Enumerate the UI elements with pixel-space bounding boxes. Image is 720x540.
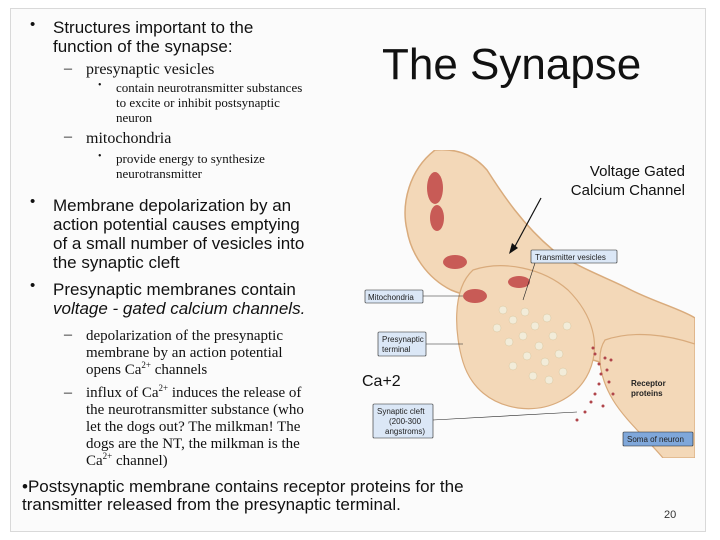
bullet-dot: • [30,16,36,33]
label-box [372,403,434,439]
superscript: 2+ [102,451,113,461]
influx-text: induces the release of [168,385,302,401]
influx-line5: Ca2+ channel) [86,451,304,470]
callout-voltage-gated: Voltage Gated Calcium Channel [520,162,685,200]
dash-marker: – [64,128,72,145]
mitochondrion [508,276,530,288]
vesicles-detail-line2: to excite or inhibit postsynaptic [116,95,280,110]
slide-title: The Synapse [382,40,642,89]
mitochondria-detail-line2: neurotransmitter [116,166,202,181]
influx-line4: dogs are the NT, the milkman is the [86,436,300,452]
vesicles-detail: contain neurotransmitter substances to e… [116,80,302,125]
leader-line [432,411,578,421]
synapse-diagram: Transmitter vesicles Mitochondria Presyn… [364,150,695,458]
label-presynaptic: Presynaptic [382,335,424,344]
callout-line2: Calcium Channel [570,182,685,199]
label-box [530,249,618,264]
callout-line1: Voltage Gated [589,163,685,180]
influx-line1: influx of Ca2+ induces the release of [86,383,304,402]
label-cleft-range: (200-300 [389,417,422,426]
label-soma: Soma of neuron [627,435,684,444]
mitochondrion [427,172,443,204]
postsynaptic-line1: •Postsynaptic membrane contains receptor… [22,477,464,496]
dash-marker: – [64,384,72,401]
label-mitochondria: Mitochondria [368,293,414,302]
label-cleft-unit: angstroms) [385,427,425,436]
depolarization-line2: action potential causes emptying [53,215,300,234]
vesicles-detail-line3: neuron [116,110,153,125]
label-terminal: terminal [382,345,411,354]
channels-line2: voltage - gated calcium channels. [53,299,306,318]
sub-vesicles: presynaptic vesicles [86,61,215,78]
bullet-dot: • [98,80,102,91]
depol-detail-line1: depolarization of the presynaptic [86,328,284,344]
vesicles-detail-line1: contain neurotransmitter substances [116,80,303,95]
sub-depol-detail: depolarization of the presynaptic membra… [86,328,283,379]
page-number: 20 [664,509,677,521]
bullet-dot: • [30,193,36,210]
dash-marker: – [64,326,72,343]
influx-line2: the neurotransmitter substance (who [86,402,304,418]
callout-arrow [512,197,542,251]
mitochondrion [443,255,467,269]
channels-line1: Presynaptic membranes contain [53,280,296,299]
bullet-structures: Structures important to the function of … [53,18,253,56]
depol-detail-line2: membrane by an action potential [86,345,283,361]
superscript: 2+ [158,383,169,393]
dash-marker: – [64,60,72,77]
label-box [622,431,694,447]
callout-ca2: Ca+2 [362,373,401,390]
label-box [364,289,424,304]
influx-line3: let the dogs out? The milkman! The [86,419,301,435]
label-transmitter-vesicles: Transmitter vesicles [535,253,606,262]
arrowhead-icon [509,243,518,254]
influx-text: influx of Ca [86,385,159,401]
sub-influx: influx of Ca2+ induces the release of th… [86,383,304,470]
mitochondria-detail-line1: provide energy to synthesize [116,151,265,166]
bullet-postsynaptic: •Postsynaptic membrane contains receptor… [22,478,464,514]
postsynaptic-line2: transmitter released from the presynapti… [22,495,401,514]
mitochondrion [430,205,444,231]
superscript: 2+ [141,360,151,370]
vesicle-cluster [492,305,572,385]
depolarization-line1: Membrane depolarization by an [53,196,292,215]
label-proteins: proteins [631,389,663,398]
bullet-dot: • [30,277,36,294]
bullet-structures-line2: function of the synapse: [53,37,233,56]
influx-text: channel) [112,453,168,469]
depolarization-line3: of a small number of vesicles into [53,234,305,253]
label-synaptic-cleft: Synaptic cleft [377,407,425,416]
depolarization-line4: the synaptic cleft [53,253,180,272]
depol-detail-line3: opens Ca2+ channels [86,360,283,379]
leader-line [522,262,536,301]
sub-mitochondria: mitochondria [86,130,172,147]
label-receptor: Receptor [631,379,666,388]
bullet-channels: Presynaptic membranes contain voltage - … [53,280,305,318]
influx-text: Ca [86,453,103,469]
depol-text: opens Ca [86,362,142,378]
mitochondrion [463,289,487,303]
bullet-depolarization: Membrane depolarization by an action pot… [53,196,304,272]
slide-frame [10,8,706,532]
depol-text: channels [151,362,208,378]
bullet-dot: • [98,151,102,162]
bullet-structures-line1: Structures important to the [53,18,254,37]
receptor-dots [575,346,615,422]
mitochondria-detail: provide energy to synthesize neurotransm… [116,151,265,181]
